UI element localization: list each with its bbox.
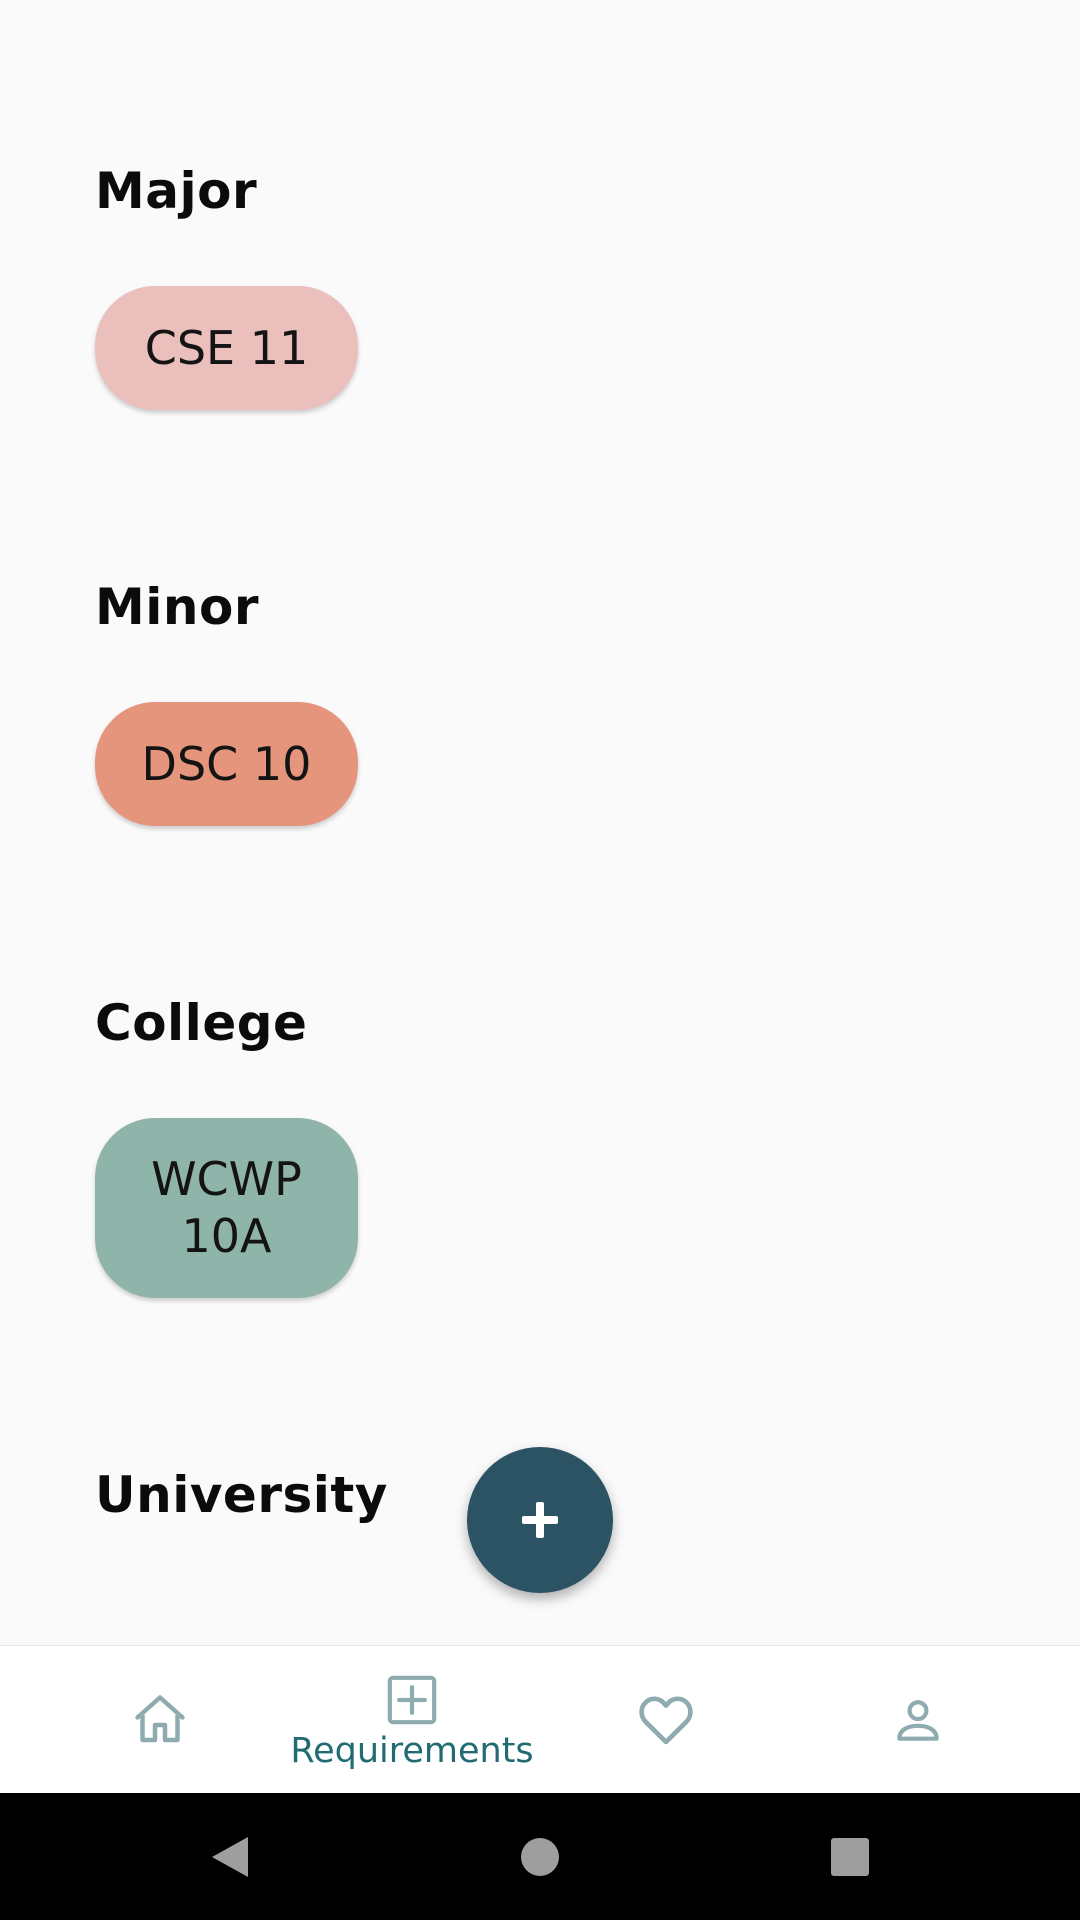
- nav-label-requirements: Requirements: [290, 1730, 534, 1771]
- person-icon: [897, 1700, 939, 1741]
- back-triangle-icon: [212, 1836, 248, 1877]
- section-title-university: University: [95, 1466, 388, 1524]
- home-circle-icon: [521, 1837, 559, 1876]
- nav-item-profile[interactable]: [792, 1646, 1044, 1794]
- section-title-major: Major: [95, 162, 258, 220]
- section-title-college: College: [95, 994, 308, 1052]
- heart-icon: [639, 1696, 693, 1745]
- recents-square-icon: [831, 1837, 869, 1876]
- bottom-navigation: Requirements: [0, 1645, 1080, 1794]
- course-chip-dsc-10[interactable]: DSC 10: [95, 702, 358, 826]
- course-chip-wcwp-10a[interactable]: WCWP 10A: [95, 1118, 358, 1298]
- system-back-button[interactable]: [190, 1793, 270, 1920]
- plus-icon: [522, 1502, 558, 1538]
- system-home-button[interactable]: [500, 1793, 580, 1920]
- system-recents-button[interactable]: [810, 1793, 890, 1920]
- course-chip-cse-11[interactable]: CSE 11: [95, 286, 358, 410]
- nav-item-home[interactable]: [34, 1646, 286, 1794]
- nav-item-favorites[interactable]: [540, 1646, 792, 1794]
- section-title-minor: Minor: [95, 578, 259, 636]
- add-box-icon: [387, 1675, 437, 1724]
- add-course-fab[interactable]: [467, 1447, 613, 1593]
- nav-item-requirements[interactable]: Requirements: [286, 1646, 538, 1794]
- system-navigation-bar: [0, 1793, 1080, 1920]
- home-icon: [135, 1695, 185, 1743]
